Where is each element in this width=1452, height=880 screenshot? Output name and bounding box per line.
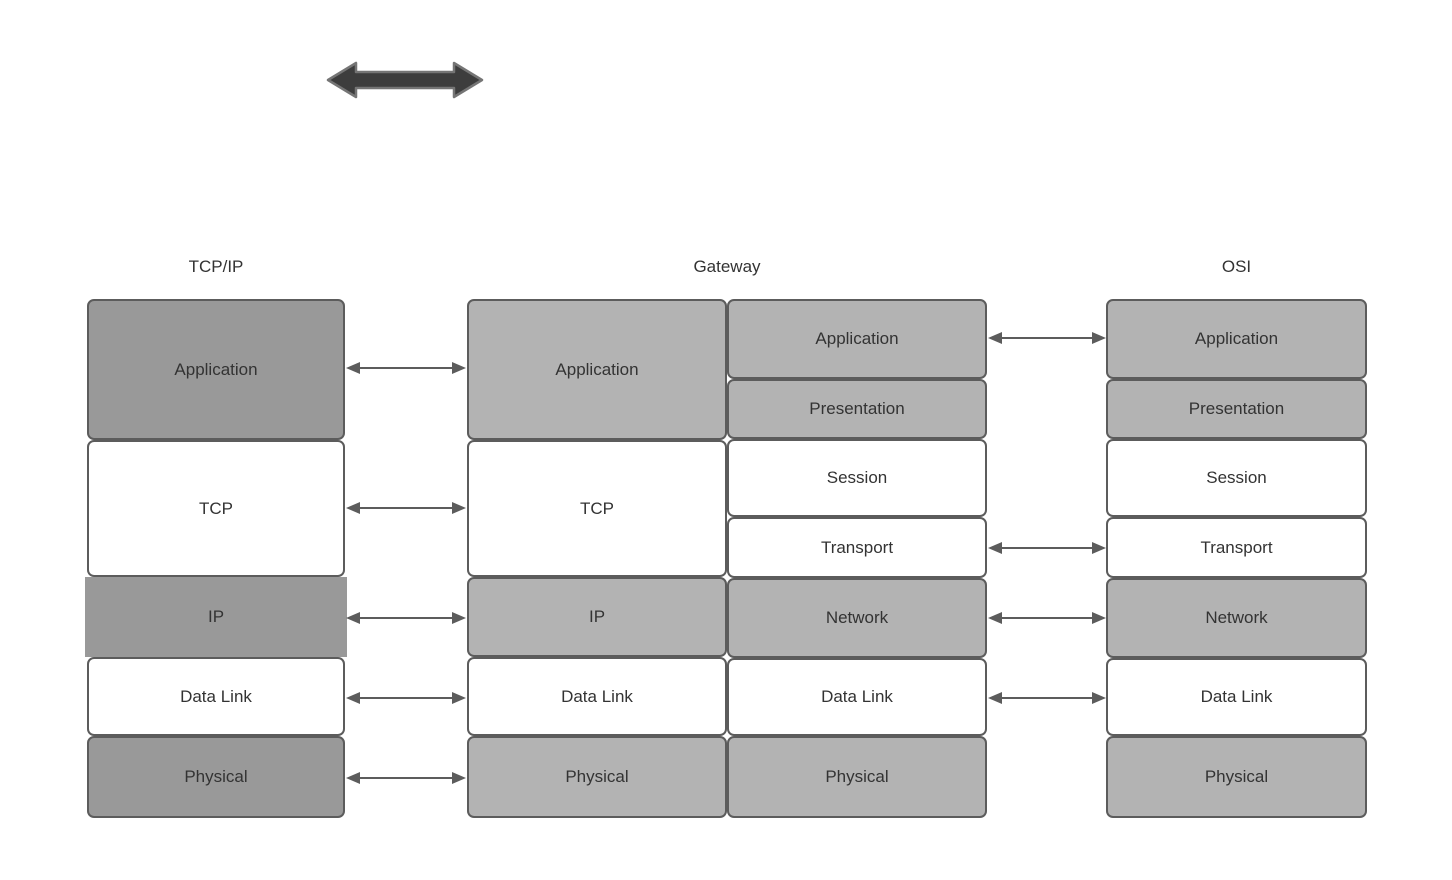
gateway-osi-data-link-link-arrow	[988, 692, 1106, 704]
column-title-osi: OSI	[1221, 257, 1252, 276]
tcpip-gateway-data-link-link-arrow	[346, 692, 466, 704]
gateway-right-layer-data-link: Data Link	[727, 658, 987, 736]
gateway-right-layer-physical: Physical	[727, 736, 987, 818]
tcpip-gateway-ip-link-arrow	[346, 612, 466, 624]
gateway-left-layer-ip: IP	[467, 577, 727, 657]
gateway-right-layer-application: Application	[727, 299, 987, 379]
gateway-osi-transport-link-arrow	[988, 542, 1106, 554]
osi-layer-network: Network	[1106, 578, 1367, 658]
gateway-left-layer-application: Application	[467, 299, 727, 440]
gateway-right-layer-network: Network	[727, 578, 987, 658]
osi-layer-session: Session	[1106, 439, 1367, 517]
osi-layer-data-link: Data Link	[1106, 658, 1367, 736]
tcpip-layer-data-link: Data Link	[87, 657, 345, 736]
osi-layer-transport: Transport	[1106, 517, 1367, 578]
tcpip-gateway-physical-link-arrow	[346, 772, 466, 784]
gateway-right-layer-transport: Transport	[727, 517, 987, 578]
tcpip-layer-application: Application	[87, 299, 345, 440]
column-title-gateway: Gateway	[693, 257, 761, 276]
gateway-right-layer-presentation: Presentation	[727, 379, 987, 439]
tcpip-layer-physical: Physical	[87, 736, 345, 818]
tcpip-layer-ip: IP	[85, 577, 347, 657]
double-arrow-icon	[326, 61, 484, 99]
gateway-osi-application-link-arrow	[988, 332, 1106, 344]
tcpip-layer-tcp: TCP	[87, 440, 345, 577]
osi-layer-physical: Physical	[1106, 736, 1367, 818]
osi-layer-application: Application	[1106, 299, 1367, 379]
tcpip-gateway-application-link-arrow	[346, 362, 466, 374]
osi-layer-presentation: Presentation	[1106, 379, 1367, 439]
gateway-left-layer-physical: Physical	[467, 736, 727, 818]
tcpip-gateway-tcp-link-arrow	[346, 502, 466, 514]
gateway-left-layer-data-link: Data Link	[467, 657, 727, 736]
gateway-left-layer-tcp: TCP	[467, 440, 727, 577]
gateway-osi-network-link-arrow	[988, 612, 1106, 624]
column-title-tcpip: TCP/IP	[188, 257, 244, 276]
gateway-right-layer-session: Session	[727, 439, 987, 517]
